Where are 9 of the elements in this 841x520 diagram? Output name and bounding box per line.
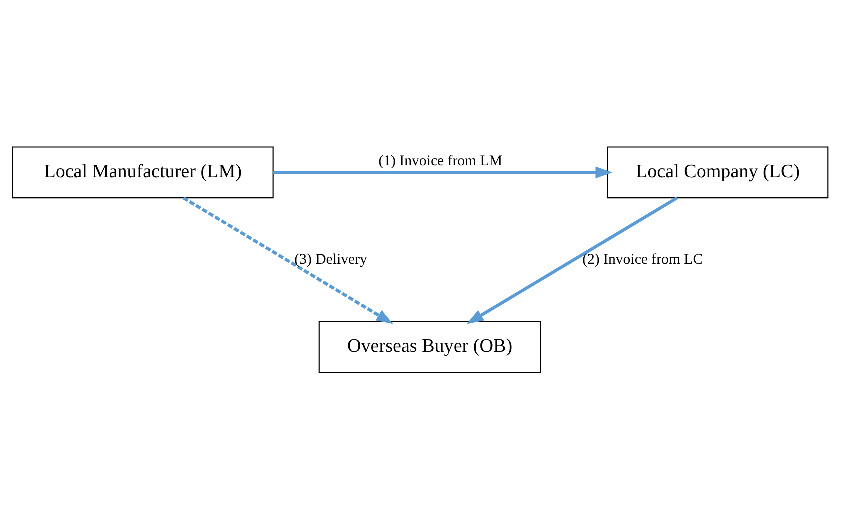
arrow <box>182 196 394 324</box>
edge-label: (2) Invoice from LC <box>582 252 704 268</box>
arrow <box>466 196 678 324</box>
node-box: Local Manufacturer (LM) <box>12 146 274 199</box>
edge-label: (1) Invoice from LM <box>378 153 503 170</box>
arrow <box>274 166 613 179</box>
node-box: Overseas Buyer (OB) <box>318 321 542 374</box>
node-box: Local Company (LC) <box>607 146 829 199</box>
edge-label: (3) Delivery <box>294 252 368 268</box>
